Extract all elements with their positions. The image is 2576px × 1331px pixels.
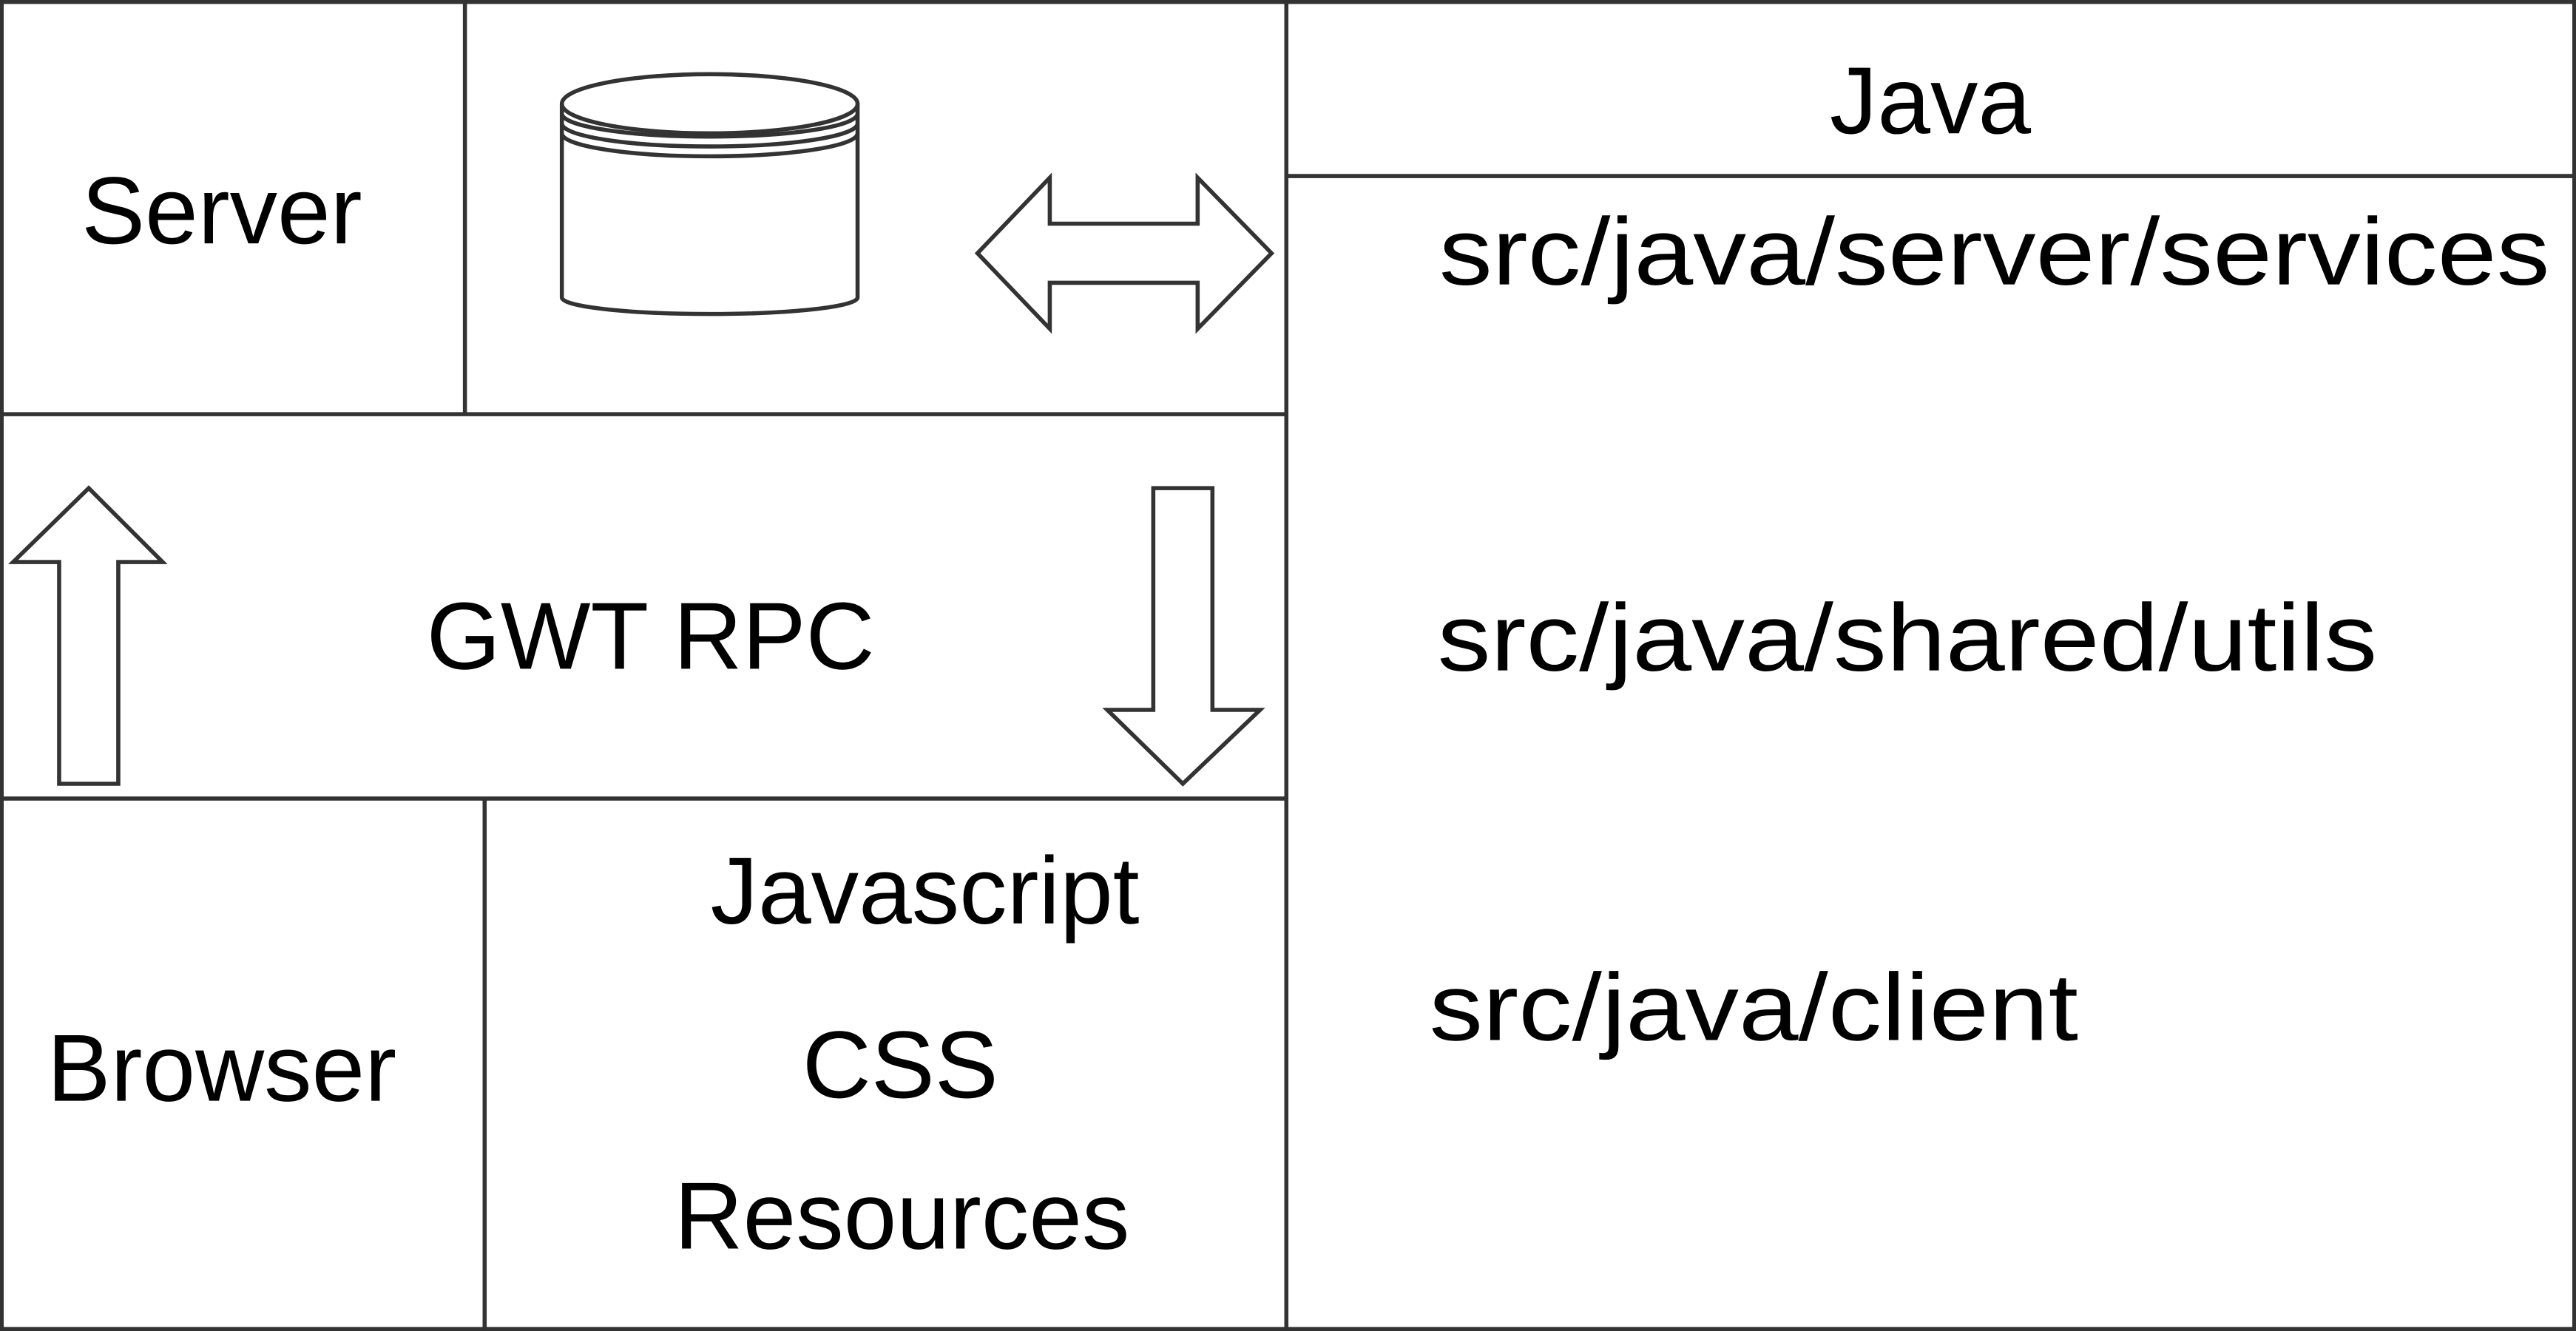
arrow-up-icon [7, 485, 168, 786]
css-label: CSS [802, 1012, 998, 1118]
server-label: Server [81, 158, 362, 264]
double-arrow-icon [974, 172, 1275, 334]
browser-label: Browser [47, 1015, 396, 1122]
arrow-down-icon [1102, 486, 1265, 787]
gwt-rpc-label: GWT RPC [427, 583, 875, 689]
client-path: src/java/client [1430, 954, 2078, 1060]
server-services-path: src/java/server/services [1439, 199, 2550, 305]
java-header-label: Java [1830, 47, 2031, 154]
shared-utils-path: src/java/shared/utils [1438, 585, 2378, 691]
javascript-label: Javascript [711, 838, 1140, 944]
resources-label: Resources [675, 1163, 1130, 1270]
database-icon [559, 72, 860, 316]
